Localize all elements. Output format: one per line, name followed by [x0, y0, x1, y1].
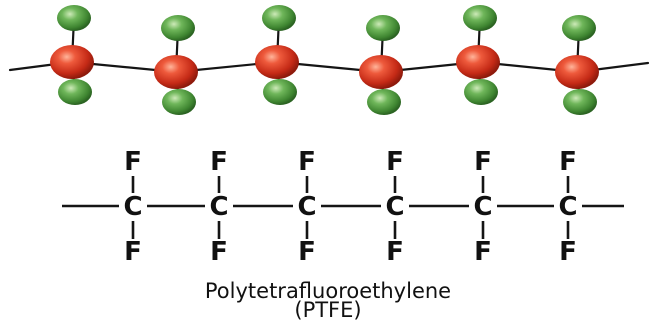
model-bonds: [8, 16, 650, 104]
carbon-symbol: C: [558, 192, 577, 222]
carbon-atom: [555, 55, 599, 89]
carbon-atom: [255, 45, 299, 79]
fluorine-atom: [563, 89, 597, 115]
carbon-atom: [50, 45, 94, 79]
carbon-atom: [456, 45, 500, 79]
fluorine-atom: [463, 5, 497, 31]
fluorine-symbol: F: [210, 237, 228, 267]
polymer-abbreviation: (PTFE): [294, 298, 361, 320]
fluorine-symbol: F: [474, 147, 492, 177]
carbon-atom: [154, 55, 198, 89]
fluorine-symbol: F: [124, 147, 142, 177]
fluorine-atom: [366, 15, 400, 41]
fluorine-symbol: F: [386, 147, 404, 177]
fluorine-symbol: F: [298, 237, 316, 267]
carbon-symbol: C: [473, 192, 492, 222]
fluorine-symbol: F: [559, 237, 577, 267]
polymer-name: Polytetrafluoroethylene: [205, 279, 451, 303]
model-atoms: [50, 5, 599, 115]
fluorine-symbol: F: [210, 147, 228, 177]
fluorine-symbol: F: [474, 237, 492, 267]
fluorine-symbol: F: [559, 147, 577, 177]
fluorine-symbol: F: [124, 237, 142, 267]
carbon-symbol: C: [123, 192, 142, 222]
fluorine-atom: [162, 89, 196, 115]
carbon-atom: [359, 55, 403, 89]
fluorine-atom: [464, 79, 498, 105]
carbon-symbol: C: [209, 192, 228, 222]
fluorine-atom: [57, 5, 91, 31]
carbon-symbol: C: [297, 192, 316, 222]
fluorine-atom: [263, 79, 297, 105]
fluorine-symbol: F: [298, 147, 316, 177]
fluorine-atom: [58, 79, 92, 105]
fluorine-symbol: F: [386, 237, 404, 267]
fluorine-atom: [262, 5, 296, 31]
fluorine-atom: [562, 15, 596, 41]
ball-and-stick-model: [8, 5, 650, 115]
fluorine-atom: [161, 15, 195, 41]
formula-bonds: [62, 176, 624, 239]
carbon-symbol: C: [385, 192, 404, 222]
fluorine-atom: [367, 89, 401, 115]
